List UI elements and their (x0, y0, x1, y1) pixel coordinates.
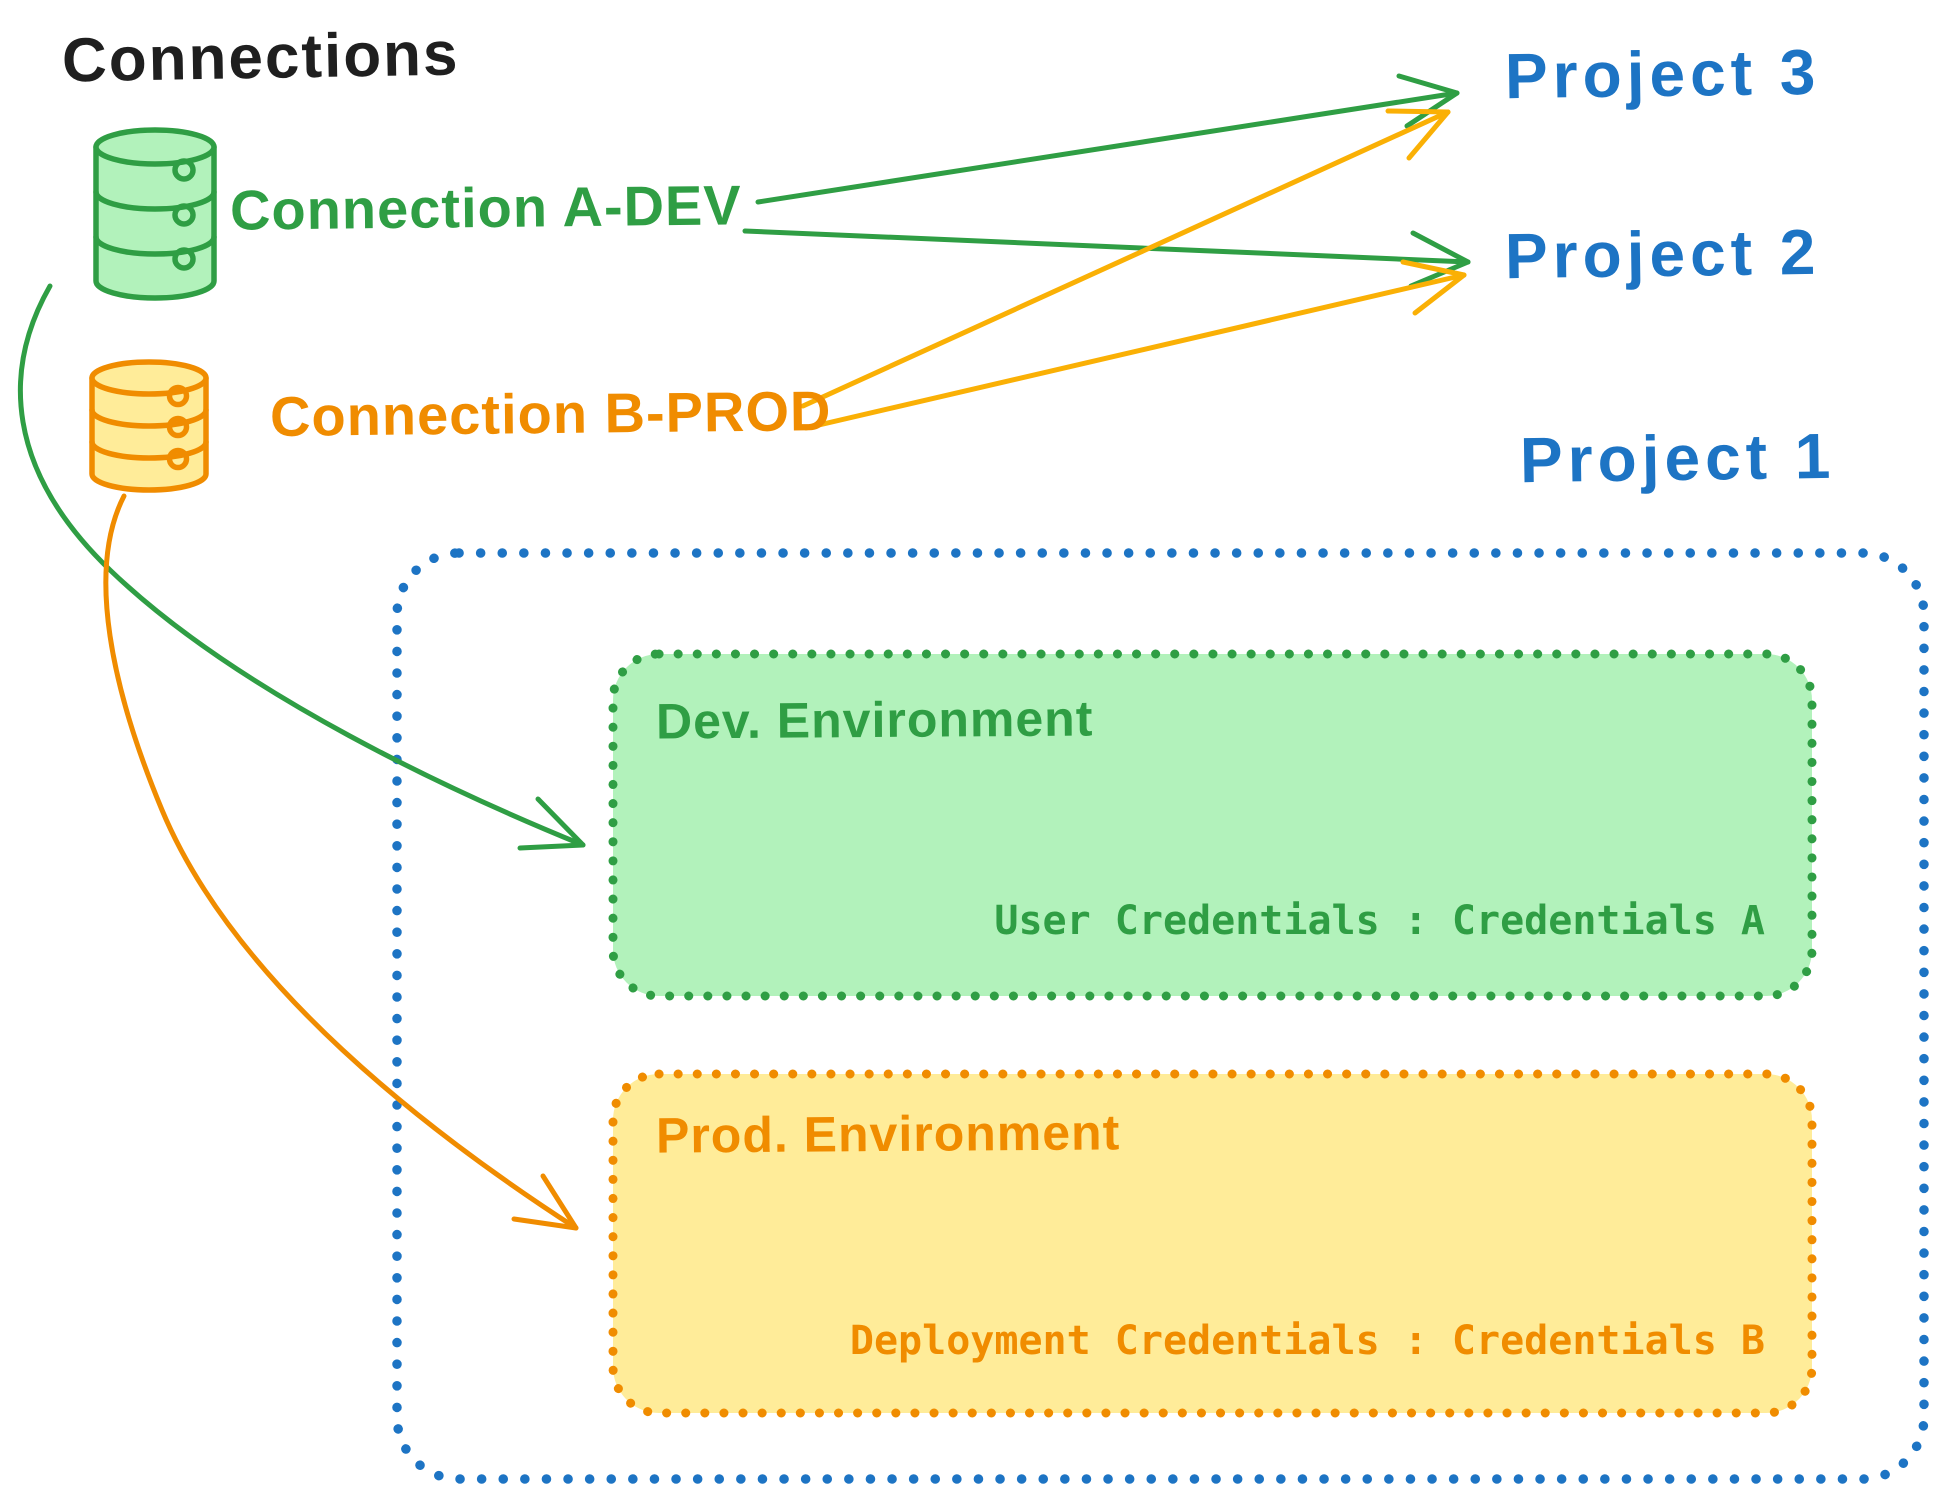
connection-b-prod-label: Connection B-PROD (269, 379, 832, 448)
project-2-label: Project 2 (1504, 215, 1821, 293)
arrow-bprod-to-project3 (800, 108, 1451, 409)
database-icon-b-prod (89, 359, 209, 493)
dev-environment-credentials: User Credentials : Credentials A (994, 898, 1765, 944)
prod-environment-title: Prod. Environment (655, 1104, 1121, 1164)
prod-environment-box (608, 1069, 1817, 1418)
project-1-label: Project 1 (1519, 419, 1836, 497)
arrow-adev-to-project2 (742, 228, 1471, 289)
arrow-adev-to-dev-environment (18, 283, 586, 851)
arrow-bprod-to-project2 (803, 259, 1467, 431)
dev-environment-title: Dev. Environment (655, 690, 1094, 750)
project-3-label: Project 3 (1504, 35, 1821, 113)
project1-container-box (392, 548, 1929, 1484)
arrow-bprod-to-prod-environment (103, 493, 579, 1231)
diagram-title: Connections (61, 19, 461, 96)
database-icon-a-dev (93, 127, 217, 301)
prod-environment-credentials: Deployment Credentials : Credentials B (849, 1318, 1765, 1364)
arrow-adev-to-project3 (755, 73, 1460, 205)
dev-environment-box (608, 649, 1817, 1001)
connection-a-dev-label: Connection A-DEV (229, 173, 742, 242)
